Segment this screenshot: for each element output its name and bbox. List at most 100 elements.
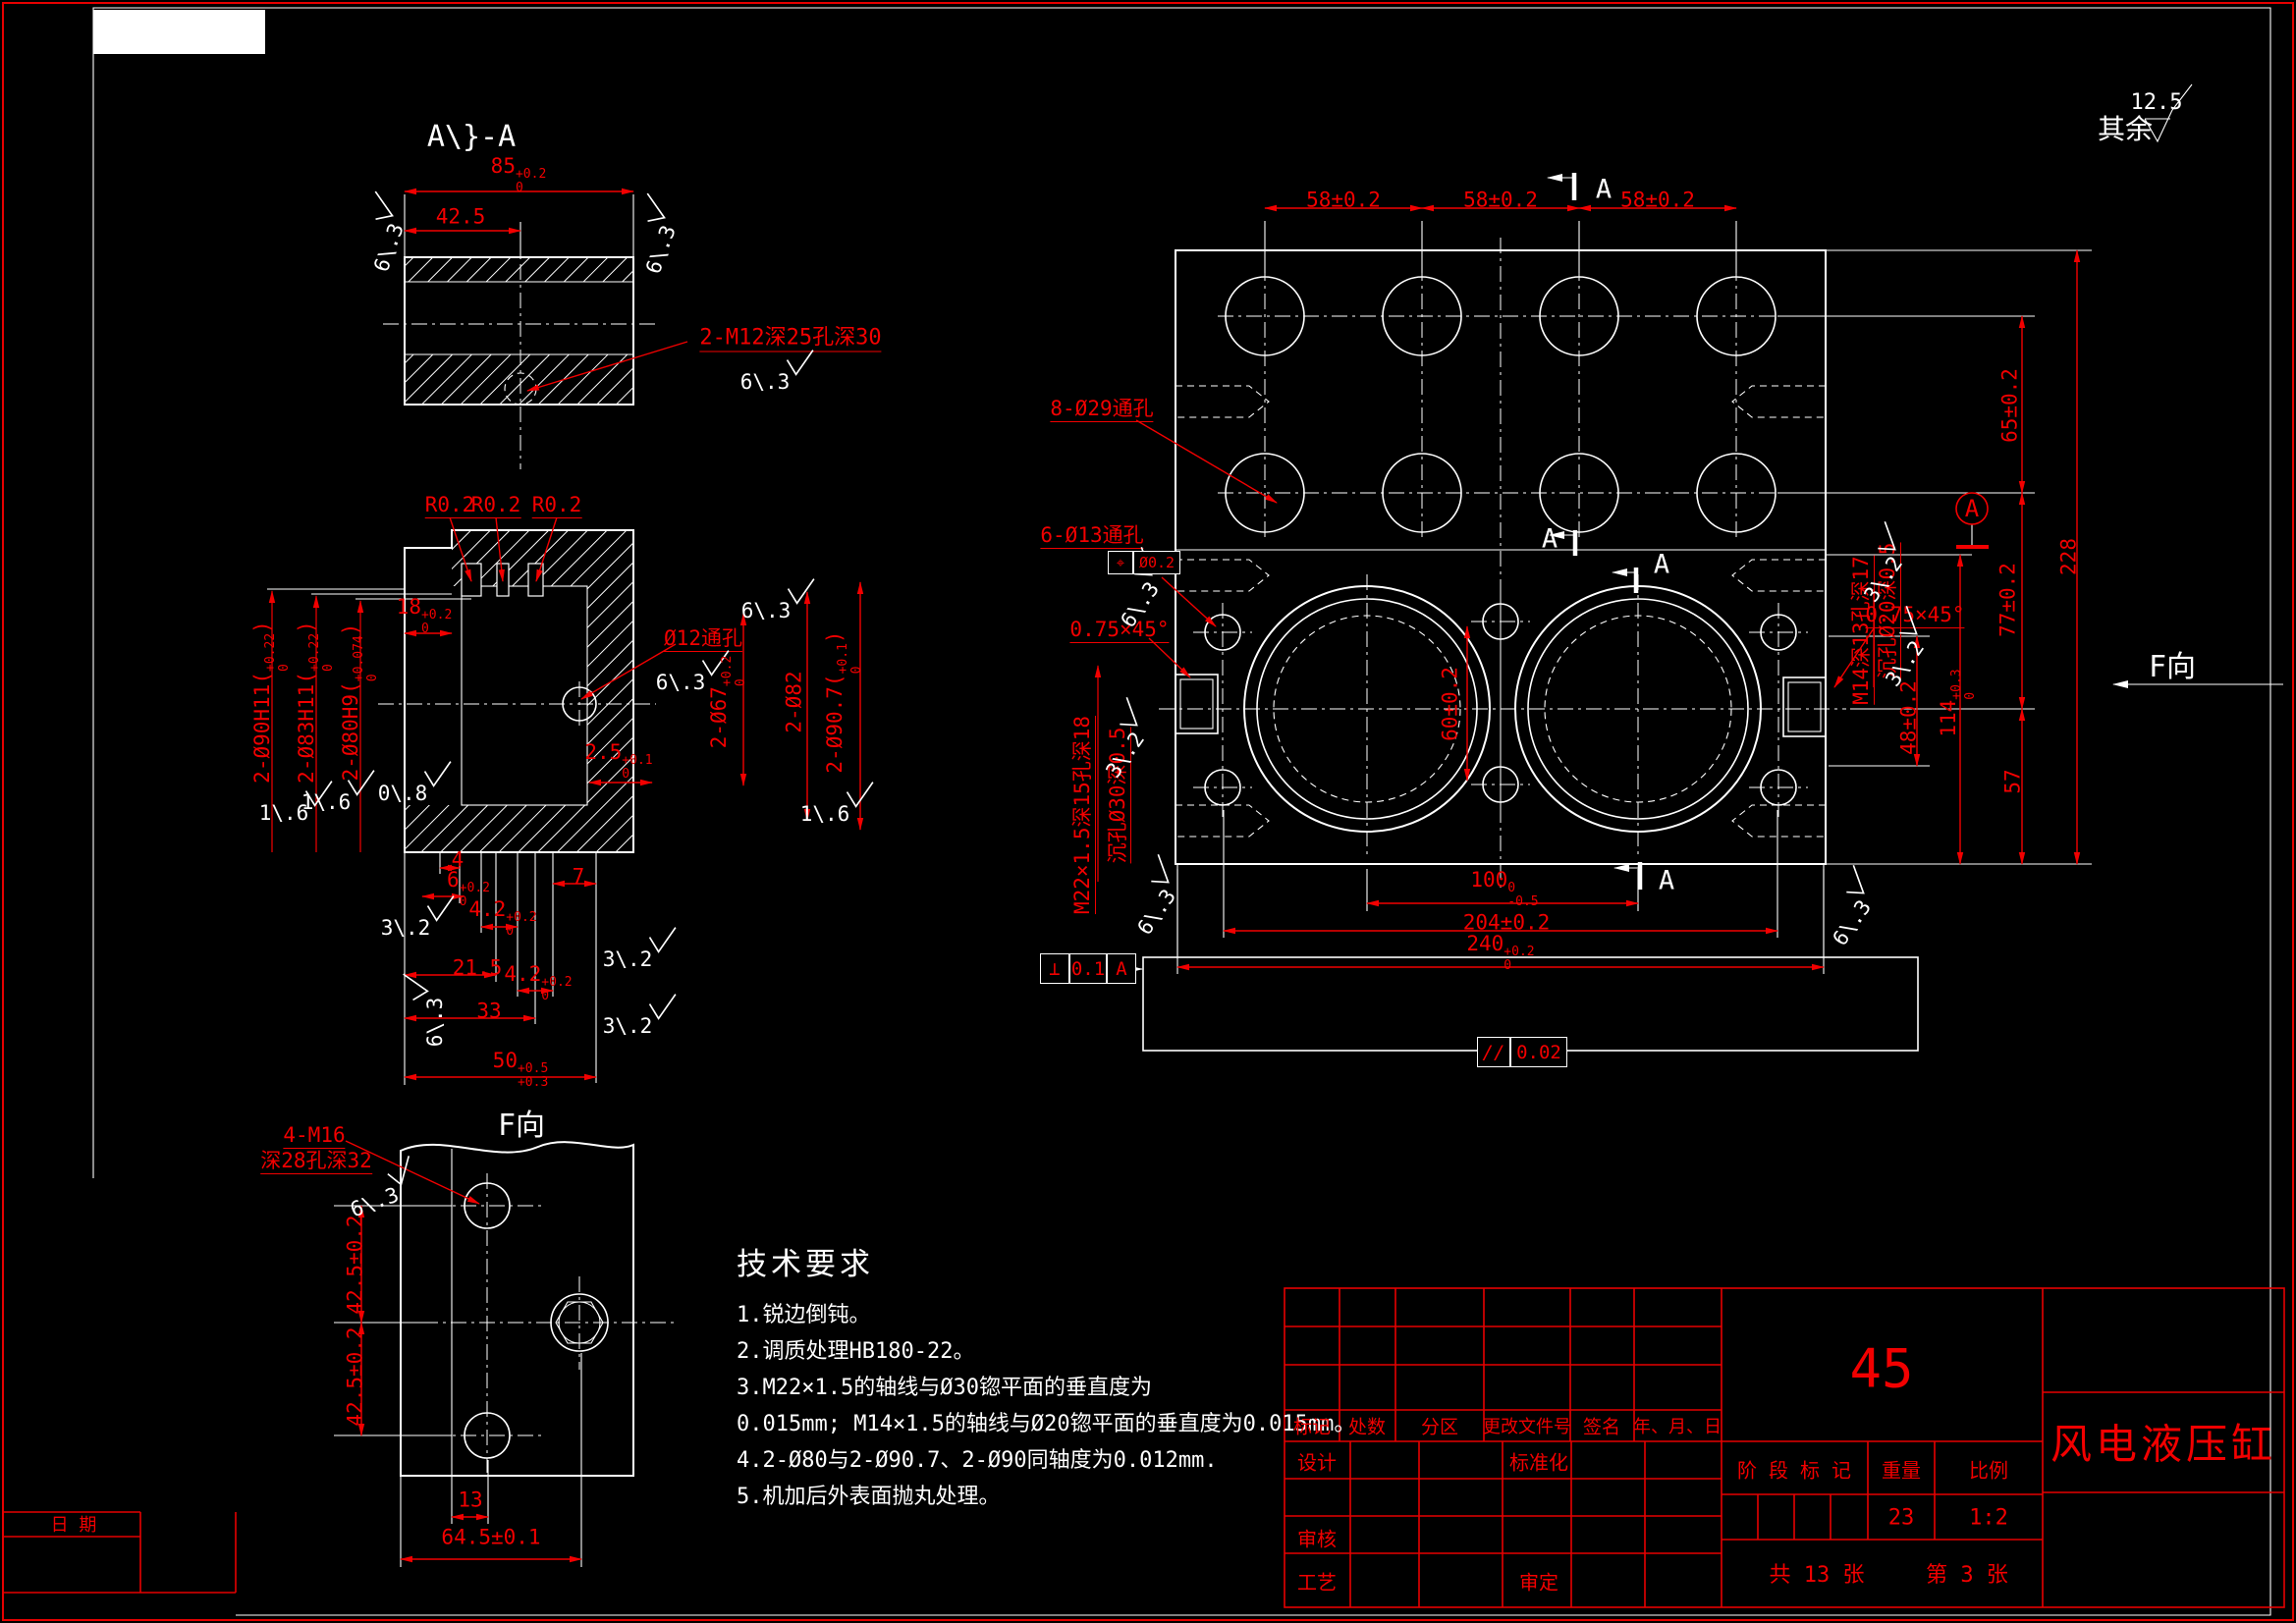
surface-note-symbol	[2144, 83, 2193, 143]
dim-label: 77±0.2	[1995, 563, 2020, 637]
surface-note-prefix: 其余	[2097, 113, 2154, 145]
rev-header-docno: 更改文件号	[1483, 1417, 1571, 1437]
section-mark-a: A	[1595, 174, 1613, 205]
surface-roughness-mark: 3\.2	[603, 927, 677, 970]
rev-header-date: 年、月、日	[1633, 1417, 1722, 1437]
section-aa-dimensions	[404, 188, 864, 1081]
note-m22: M22×1.5深15孔深18	[1070, 715, 1096, 915]
dim-label: 58±0.2	[1306, 188, 1381, 212]
surface-roughness-mark: 6\.3	[740, 350, 814, 393]
rev-header-count: 处数	[1347, 1416, 1387, 1438]
perpendicularity-icon: ⊥	[1040, 953, 1069, 984]
rev-header-mark: 标记	[1292, 1416, 1332, 1438]
view-f-title: F向	[497, 1109, 546, 1143]
surface-roughness-mark: 6\.3	[1821, 865, 1887, 949]
title-block-design: 设计	[1297, 1450, 1337, 1475]
dim-label: 60±0.2	[1438, 667, 1462, 741]
tech-requirement-line: 3.M22×1.5的轴线与Ø30锪平面的垂直度为	[737, 1376, 1152, 1400]
position-icon: ⌖	[1108, 551, 1133, 574]
dim-label: 204±0.2	[1462, 910, 1551, 935]
surface-roughness-mark: 6\.3	[741, 578, 815, 622]
note-m16: 4-M16	[283, 1123, 346, 1149]
dim-label: 50+0.5+0.3	[492, 1049, 549, 1090]
dim-label: 65±0.2	[1997, 368, 2022, 443]
dim-label: 57	[2000, 769, 2025, 794]
dim-label: R0.2	[531, 493, 582, 518]
dim-label: 0.75×45°	[1865, 603, 1965, 628]
title-block-process: 工艺	[1297, 1570, 1337, 1595]
tech-requirement-line: 0.015mm; M14×1.5的轴线与Ø20锪平面的垂直度为0.015mm。	[737, 1412, 1356, 1436]
parallelism-tolerance-frame: // 0.02	[1477, 1037, 1567, 1067]
tech-requirement-line: 2.调质处理HB180-22。	[737, 1339, 975, 1364]
view-f-linework	[334, 1141, 678, 1567]
surface-roughness-mark: 3\.2	[603, 994, 677, 1037]
title-block-sheet-no: 第 3 张	[1926, 1563, 2008, 1588]
surface-roughness-mark: 3\.2	[1094, 697, 1161, 782]
surface-roughness-mark: 3\.2	[381, 895, 455, 939]
title-block-grid	[1284, 1287, 2285, 1608]
rev-header-sign: 签名	[1582, 1416, 1621, 1438]
tech-requirement-line: 1.锐边倒钝。	[737, 1303, 871, 1327]
section-aa-leaders	[268, 341, 688, 852]
tech-requirements-title: 技术要求	[737, 1247, 874, 1282]
dim-label: 13	[458, 1488, 483, 1512]
note-holes-29: 8-Ø29通孔	[1050, 397, 1154, 422]
sheet-corner-block	[93, 10, 265, 54]
section-mark-a: A	[1653, 549, 1670, 580]
dim-label: 228	[2056, 538, 2081, 575]
dim-label: 42.5±0.2	[343, 1326, 367, 1427]
perpendicularity-tolerance-frame: ⊥ 0.1 A	[1040, 953, 1136, 984]
main-view-linework	[1127, 173, 2283, 1052]
dim-label: R0.2	[470, 493, 521, 518]
tech-requirements: 技术要求 1.锐边倒钝。 2.调质处理HB180-22。 3.M22×1.5的轴…	[737, 1239, 1355, 1515]
rev-header-zone: 分区	[1420, 1416, 1459, 1438]
surface-roughness-mark: 1\.6	[259, 781, 333, 824]
surface-roughness-mark: 0\.8	[378, 761, 452, 804]
dim-label: 7	[572, 864, 585, 889]
dim-label: 58±0.2	[1463, 188, 1538, 212]
main-view-dimensions	[1176, 204, 2081, 971]
title-block-approve: 审定	[1519, 1570, 1558, 1595]
section-mark-a: A	[1541, 523, 1558, 555]
dim-label: 42.5±0.2	[343, 1215, 367, 1315]
section-aa-linework	[267, 194, 656, 1085]
title-block-material: 45	[1849, 1337, 1914, 1400]
section-aa-title: A\}-A	[426, 120, 517, 154]
note-holes-13: 6-Ø13通孔	[1040, 523, 1144, 549]
dim-label: 4	[451, 847, 465, 872]
title-block-check: 审核	[1297, 1527, 1337, 1551]
dim-label: 21.5	[452, 955, 503, 980]
main-view-leaders	[1094, 419, 1875, 882]
title-block-weight-label: 重量	[1882, 1458, 1921, 1483]
surface-roughness-mark: 6\.3	[403, 973, 447, 1047]
surface-roughness-mark: 3\.2	[1874, 606, 1941, 690]
surface-roughness-mark: 6\.3	[633, 192, 687, 277]
title-block-part-name: 风电液压缸	[2050, 1420, 2277, 1469]
view-f-arrow-label: F向	[2148, 650, 2197, 684]
surface-roughness-mark: 6\.3	[361, 190, 415, 275]
position-tolerance-frame: ⌖ Ø0.2	[1108, 551, 1180, 574]
leader-m16	[345, 1140, 480, 1205]
tech-requirement-line: 4.2-Ø80与2-Ø90.7、2-Ø90同轴度为0.012mm.	[737, 1448, 1218, 1473]
title-block-sheet-total: 共 13 张	[1769, 1563, 1865, 1588]
surface-roughness-mark: 3\.2	[1852, 521, 1919, 606]
surface-roughness-mark: 1\.6	[301, 770, 375, 813]
date-label: 日 期	[50, 1515, 97, 1536]
dim-label: 42.5	[435, 204, 486, 229]
surface-roughness-mark: 6\.3	[344, 1156, 421, 1221]
